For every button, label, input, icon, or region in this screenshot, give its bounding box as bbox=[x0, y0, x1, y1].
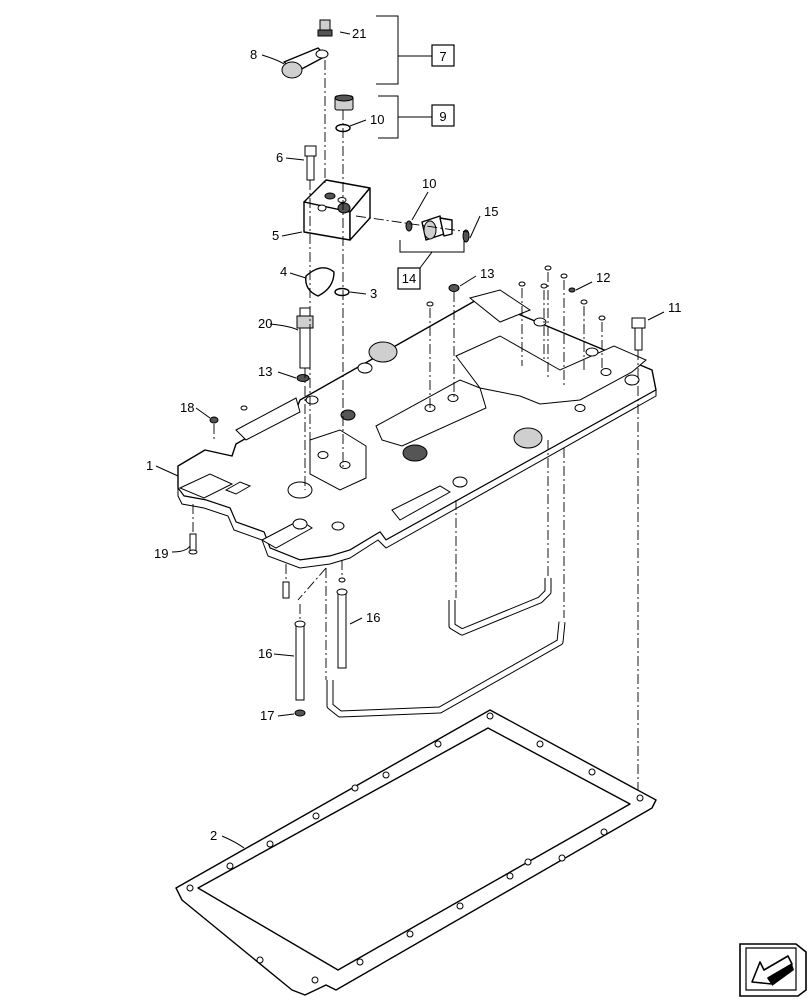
sensor-part bbox=[296, 307, 314, 369]
callout-11: 11 bbox=[668, 300, 682, 315]
bolt-11-part bbox=[631, 317, 646, 351]
bolt-6-part bbox=[304, 145, 317, 181]
callout-1: 1 bbox=[146, 458, 153, 473]
callout-leaders bbox=[155, 31, 665, 849]
bracket-group-9 bbox=[378, 95, 455, 139]
tube-16-right bbox=[336, 577, 348, 669]
callout-10-top: 10 bbox=[370, 112, 384, 127]
suction-pipes bbox=[326, 578, 566, 718]
callout-5: 5 bbox=[272, 228, 279, 243]
callout-13-top: 13 bbox=[480, 266, 494, 281]
callout-15: 15 bbox=[484, 204, 498, 219]
group-label-7: 7 bbox=[439, 49, 446, 64]
callout-20: 20 bbox=[258, 316, 272, 331]
group-label-9: 9 bbox=[439, 109, 446, 124]
washer-17 bbox=[294, 709, 306, 717]
plug-part bbox=[334, 94, 354, 111]
callout-21: 21 bbox=[352, 26, 366, 41]
valve-block-part bbox=[303, 179, 371, 241]
gasket-part bbox=[175, 709, 657, 996]
callout-4: 4 bbox=[280, 264, 287, 279]
callout-3: 3 bbox=[370, 286, 377, 301]
callout-17: 17 bbox=[260, 708, 274, 723]
callout-13-left: 13 bbox=[258, 364, 272, 379]
tube-16-left bbox=[294, 620, 306, 701]
callout-6: 6 bbox=[276, 150, 283, 165]
callout-19: 19 bbox=[154, 546, 168, 561]
arrow-view-icon bbox=[739, 943, 807, 997]
banjo-bolt-part bbox=[317, 19, 333, 37]
assembly-center-lines bbox=[192, 60, 639, 790]
screw-18-b bbox=[240, 405, 248, 411]
bracket-group-7 bbox=[376, 15, 455, 85]
washer-13-top bbox=[448, 284, 460, 292]
callout-18: 18 bbox=[180, 400, 194, 415]
callout-labels: 21 8 10 6 10 15 5 4 3 13 12 11 20 13 18 … bbox=[146, 26, 682, 843]
o-ring-3 bbox=[334, 287, 350, 297]
callout-12: 12 bbox=[596, 270, 610, 285]
group-label-14: 14 bbox=[402, 271, 416, 286]
bracket-group-14 bbox=[397, 240, 465, 290]
washer-13-left bbox=[296, 374, 310, 382]
stud-19-part bbox=[188, 533, 198, 555]
fitting-part bbox=[405, 215, 470, 243]
screw-set-12 bbox=[426, 265, 606, 321]
gasket-ring-4 bbox=[305, 267, 335, 297]
valve-plate-part bbox=[177, 289, 657, 569]
stud-under-plate bbox=[282, 581, 290, 599]
callout-16-right: 16 bbox=[366, 610, 380, 625]
callout-8: 8 bbox=[250, 47, 257, 62]
screw-18 bbox=[209, 416, 219, 424]
callout-2: 2 bbox=[210, 828, 217, 843]
callout-10-fitting: 10 bbox=[422, 176, 436, 191]
banjo-fitting-part bbox=[281, 47, 329, 79]
callout-16-left: 16 bbox=[258, 646, 272, 661]
